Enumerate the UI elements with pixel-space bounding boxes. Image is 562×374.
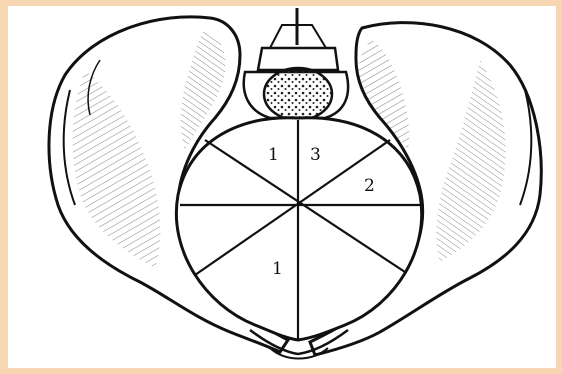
label-upper-middle: 3	[310, 145, 321, 165]
sacrum-vertebra	[244, 8, 348, 120]
label-upper-left: 1	[268, 145, 279, 165]
label-right: 2	[364, 176, 375, 196]
label-lower: 1	[272, 259, 283, 279]
